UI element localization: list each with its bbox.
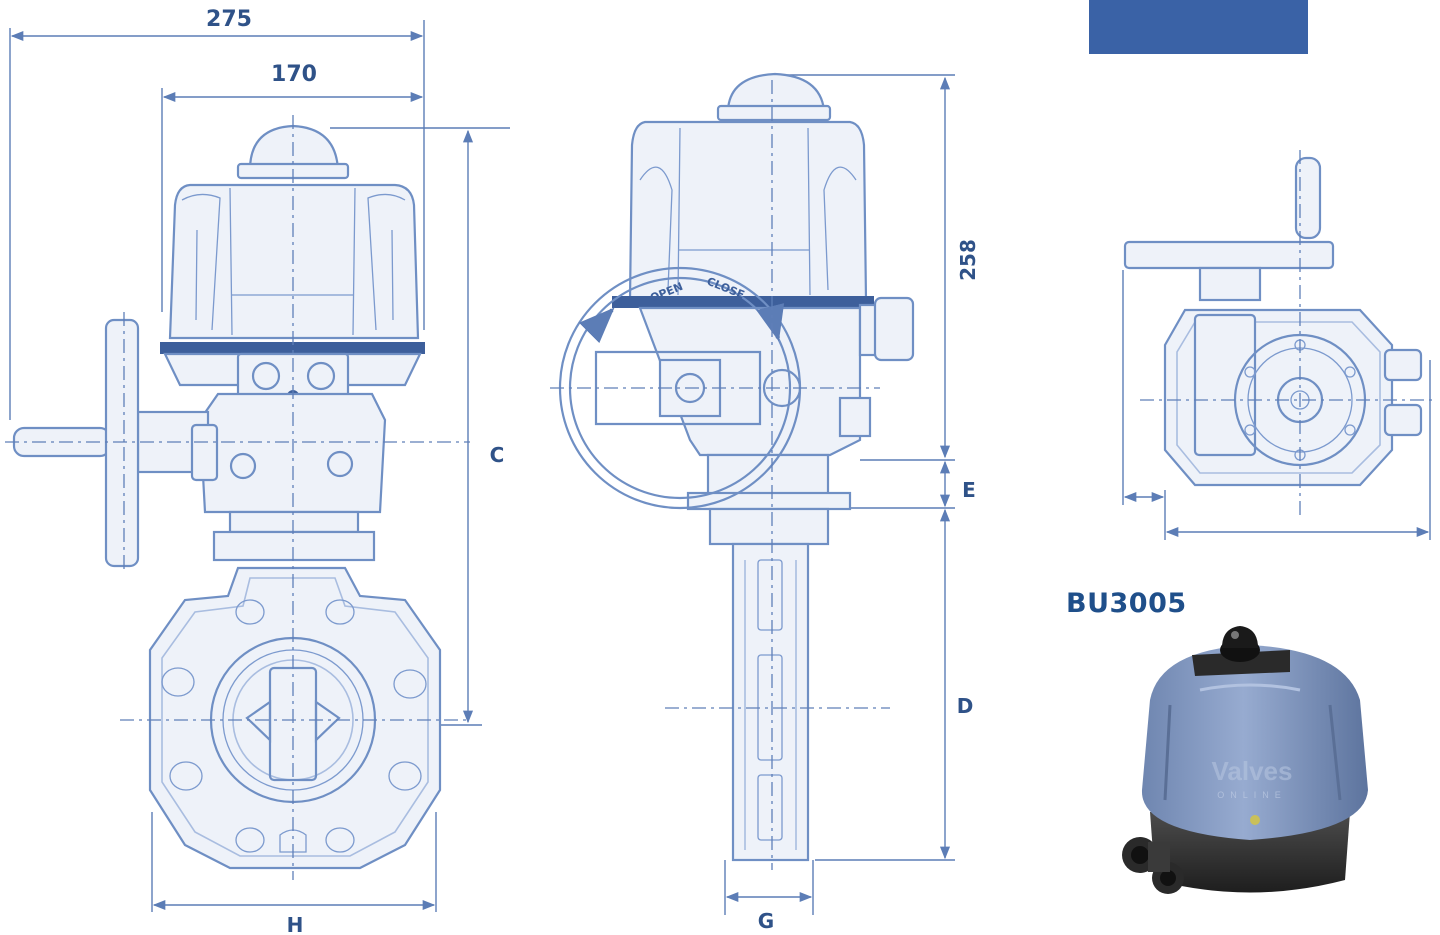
actuator-cover [1141,645,1368,840]
crank-handle [1294,156,1322,240]
dim-label-e: E [962,478,976,502]
handwheel-top [1123,240,1335,270]
product-photo: Valves ONLINE [1122,626,1368,894]
dim-label-d: D [957,694,974,718]
dim-label-c: C [490,443,505,467]
actuator-flange-band [160,342,425,354]
actuator-housing-side [628,120,868,302]
header-bar [1089,0,1308,54]
handwheel-side [104,318,140,568]
watermark-brand: Valves [1212,756,1293,786]
front-view: 275 170 C H [5,7,510,935]
model-label: BU3005 [1066,588,1187,619]
dim-label-258: 258 [956,239,980,281]
dim-label-h: H [287,913,304,935]
dim-label-g: G [758,909,774,933]
watermark-sub: ONLINE [1217,790,1287,800]
valve-body [148,566,442,870]
actuator-housing [168,183,420,340]
top-view [1122,150,1435,540]
dim-label-170: 170 [271,62,317,87]
dim-label-275: 275 [206,7,252,32]
side-view: 258 E D G [550,72,980,933]
